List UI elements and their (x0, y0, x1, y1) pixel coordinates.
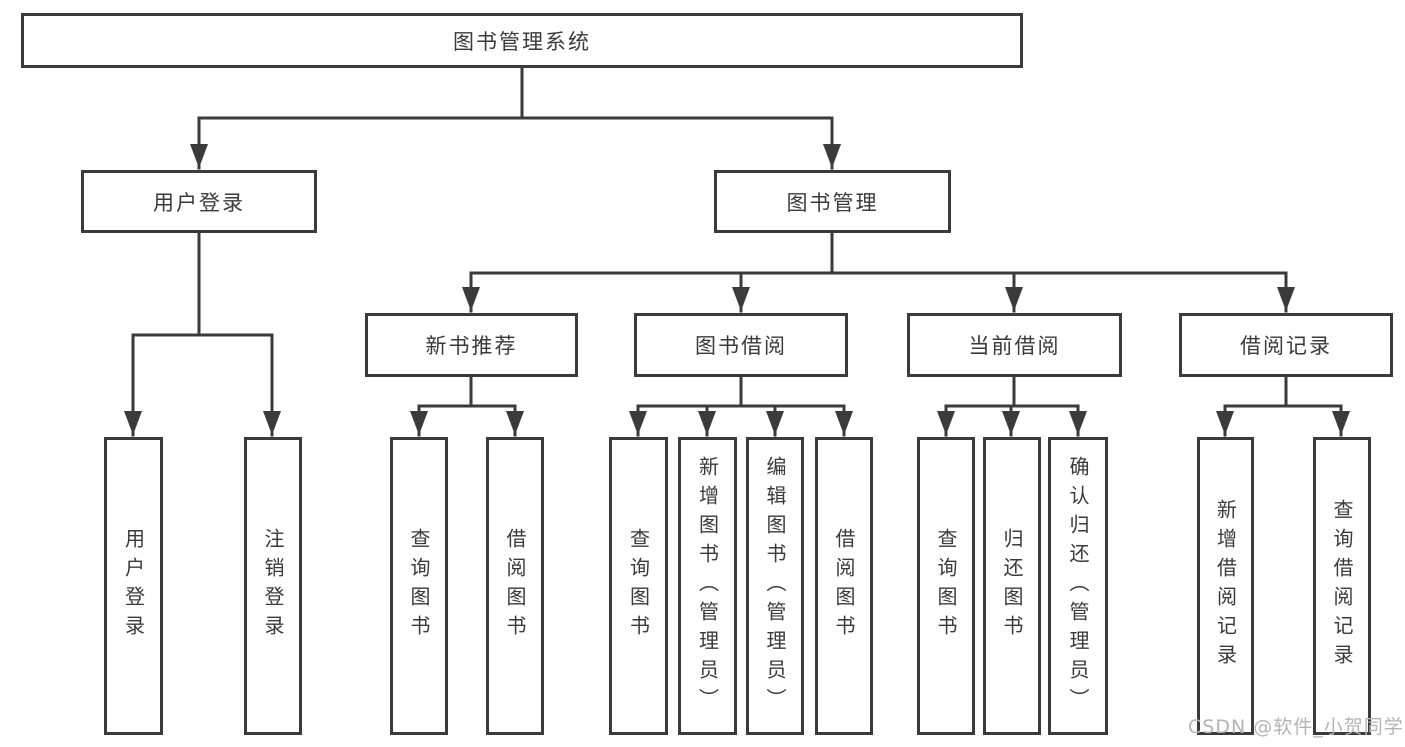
leaf-recommend-query-books: 查询图书 (390, 437, 448, 735)
node-borrowing-records: 借阅记录 (1179, 313, 1393, 377)
leaf-borrowing-edit-books-admin-label: 编辑图书（管理员） (763, 455, 787, 717)
leaf-borrowing-borrow-books: 借阅图书 (815, 437, 873, 735)
node-current-borrowing: 当前借阅 (907, 313, 1122, 377)
leaf-borrowing-borrow-books-label: 借阅图书 (832, 528, 856, 644)
leaf-current-confirm-return-admin-label: 确认归还（管理员） (1066, 455, 1090, 717)
leaf-logout-label: 注销登录 (261, 528, 285, 644)
leaf-user-login: 用户登录 (104, 437, 163, 735)
leaf-recommend-query-books-label: 查询图书 (407, 528, 431, 644)
leaf-borrowing-add-books-admin-label: 新增图书（管理员） (695, 455, 720, 717)
node-book-borrowing: 图书借阅 (634, 313, 848, 377)
leaf-records-add-record: 新增借阅记录 (1197, 437, 1254, 735)
leaf-current-return-books-label: 归还图书 (1000, 528, 1024, 644)
leaf-borrowing-query-books-label: 查询图书 (626, 528, 651, 644)
leaf-records-query-record: 查询借阅记录 (1313, 437, 1371, 735)
node-user-login-label: 用户登录 (153, 190, 245, 215)
leaf-borrowing-query-books: 查询图书 (609, 437, 668, 735)
node-new-book-recommend: 新书推荐 (365, 313, 578, 377)
node-user-login: 用户登录 (81, 170, 317, 233)
leaf-logout: 注销登录 (244, 437, 302, 735)
leaf-current-query-books-label: 查询图书 (934, 528, 958, 644)
node-book-management-label: 图书管理 (786, 190, 879, 215)
node-book-management: 图书管理 (714, 170, 951, 233)
leaf-records-query-record-label: 查询借阅记录 (1330, 499, 1354, 673)
leaf-borrowing-edit-books-admin: 编辑图书（管理员） (746, 437, 804, 735)
node-new-book-recommend-label: 新书推荐 (425, 334, 518, 358)
leaf-recommend-borrow-books: 借阅图书 (486, 437, 544, 735)
leaf-borrowing-add-books-admin: 新增图书（管理员） (678, 437, 737, 735)
node-current-borrowing-label: 当前借阅 (968, 334, 1061, 358)
leaf-current-query-books: 查询图书 (917, 437, 975, 735)
csdn-watermark: CSDN @软件_小贺同学 (1188, 716, 1404, 738)
node-borrowing-records-label: 借阅记录 (1240, 334, 1332, 358)
leaf-recommend-borrow-books-label: 借阅图书 (503, 528, 527, 644)
leaf-records-add-record-label: 新增借阅记录 (1213, 499, 1238, 673)
node-root: 图书管理系统 (21, 13, 1023, 68)
node-root-label: 图书管理系统 (453, 29, 591, 54)
node-book-borrowing-label: 图书借阅 (695, 334, 787, 358)
leaf-user-login-label: 用户登录 (121, 528, 146, 644)
leaf-current-return-books: 归还图书 (983, 437, 1041, 735)
leaf-current-confirm-return-admin: 确认归还（管理员） (1048, 437, 1108, 735)
